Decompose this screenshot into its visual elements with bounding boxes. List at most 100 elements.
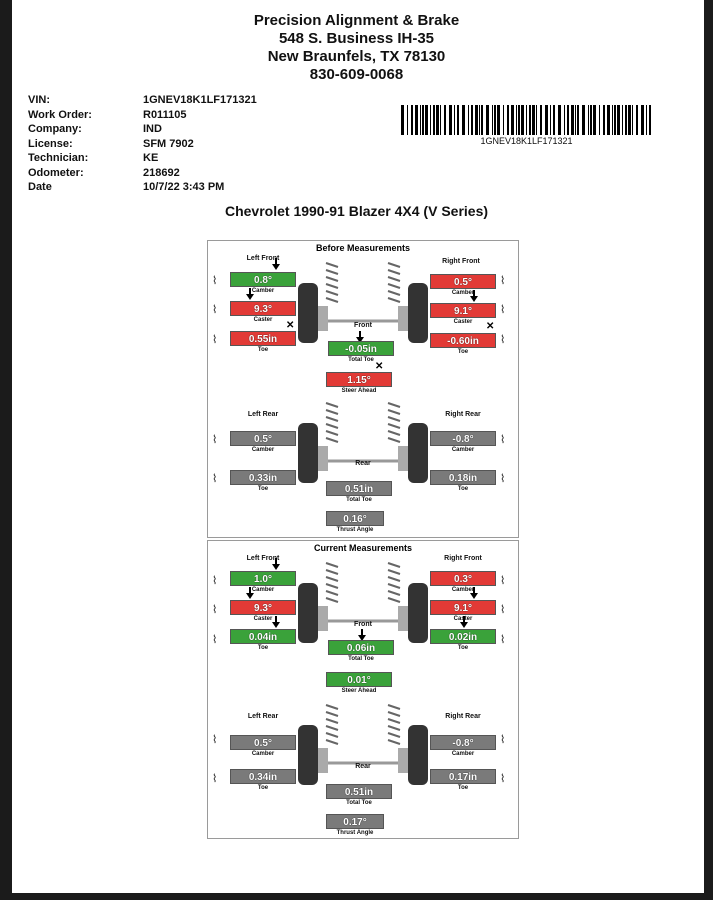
thrust-angle-gauge: 0.16°Thrust Angle (326, 511, 384, 533)
barcode-bar (632, 105, 633, 135)
steer-ahead-gauge: 0.01°Steer Ahead (326, 672, 392, 694)
spring-coil (387, 732, 401, 738)
barcode-bar (462, 105, 465, 135)
lr-camber-gauge: 0.5°Camber (230, 431, 296, 453)
spring-coil (387, 423, 401, 429)
barcode-bar (625, 105, 627, 135)
barcode-bar (425, 105, 428, 135)
knuckle (318, 748, 328, 773)
down-arrow-icon (358, 629, 366, 641)
spring-coil (387, 297, 401, 303)
left-rear-label: Left Rear (247, 411, 279, 418)
barcode-bar (422, 105, 424, 135)
barcode-bar (420, 105, 421, 135)
barcode-bar (440, 105, 441, 135)
barcode-bar (457, 105, 459, 135)
spring-coil (387, 583, 401, 589)
down-arrow-icon (246, 587, 254, 599)
down-arrow-icon (356, 331, 364, 343)
knuckle (398, 748, 408, 773)
info-value: KE (143, 152, 159, 164)
spring-coil (387, 704, 401, 710)
side-wheel-icon-right: ⌇ (500, 473, 506, 485)
spring-coil (325, 262, 339, 268)
side-wheel-icon-left: ⌇ (212, 304, 218, 316)
spring-coil (387, 590, 401, 596)
spring-coil (325, 269, 339, 275)
front-left-tire (298, 283, 318, 343)
spring-coil (387, 402, 401, 408)
side-wheel-icon-left: ⌇ (212, 734, 218, 746)
info-key: Company: (28, 123, 82, 135)
suspension-diagram (298, 262, 428, 483)
front-label: Front (354, 322, 372, 329)
thrust-angle-gauge: 0.17°Thrust Angle (326, 814, 384, 836)
rf-caster-gauge: 9.1°Caster (430, 600, 496, 622)
spring-coil (325, 409, 339, 415)
spring-coil (387, 597, 401, 603)
barcode-bar (614, 105, 616, 135)
barcode-bar (401, 105, 404, 135)
barcode-bar (582, 105, 585, 135)
barcode-bar (553, 105, 555, 135)
barcode-bar (558, 105, 561, 135)
spring-coil (325, 437, 339, 443)
out-of-spec-x-icon: ✕ (486, 321, 495, 332)
spring-coil (325, 283, 339, 289)
spring-coil (325, 290, 339, 296)
info-value: 1GNEV18K1LF171321 (143, 94, 257, 106)
lf-camber-gauge: 1.0°Camber (230, 571, 296, 593)
lf-caster-gauge: 9.3°Caster (230, 600, 296, 622)
spring-coil (325, 423, 339, 429)
barcode-caption: 1GNEV18K1LF171321 (480, 136, 573, 146)
spring-coil (325, 430, 339, 436)
barcode-bar (486, 105, 489, 135)
left-rear-label: Left Rear (247, 713, 279, 720)
barcode-bar (430, 105, 431, 135)
down-arrow-icon (272, 616, 280, 628)
spring-coil (387, 569, 401, 575)
right-front-label: Right Front (444, 555, 482, 562)
down-arrow-icon (246, 288, 254, 300)
barcode-bar (593, 105, 596, 135)
lr-camber-gauge: 0.5°Camber (230, 735, 296, 757)
rear-right-tire (408, 725, 428, 785)
before-measurements-panel: Before Measurements Left Front Right Fro… (207, 240, 519, 538)
side-wheel-icon-right: ⌇ (500, 575, 506, 587)
info-key: License: (28, 137, 73, 150)
current-measurements-panel: Current Measurements Left Front Right Fr… (207, 540, 519, 839)
spring-coil (325, 718, 339, 724)
down-arrow-icon (272, 258, 280, 270)
barcode-bar (526, 105, 527, 135)
rr-camber-gauge: -0.8°Camber (430, 735, 496, 757)
barcode-bar (415, 105, 418, 135)
barcode-bar (516, 105, 517, 135)
spring-coil (325, 297, 339, 303)
barcode-bar (540, 105, 542, 135)
shop-name: Precision Alignment & Brake (253, 12, 460, 29)
barcode-bar (433, 105, 435, 135)
barcode-bar (532, 105, 535, 135)
side-wheel-icon-right: ⌇ (500, 773, 506, 785)
knuckle (398, 306, 408, 331)
left-front-label: Left Front (246, 255, 280, 262)
barcode-bar (444, 105, 446, 135)
info-key: VIN: (28, 94, 50, 106)
spring-coil (325, 739, 339, 745)
lf-caster-gauge: 9.3°Caster (230, 301, 296, 323)
knuckle (318, 306, 328, 331)
barcode-bar (641, 105, 644, 135)
side-wheel-icon-right: ⌇ (500, 434, 506, 446)
front-right-tire (408, 583, 428, 643)
barcode-bar (518, 105, 520, 135)
side-wheel-icon-left: ⌇ (212, 473, 218, 485)
barcode-bar (511, 105, 514, 135)
barcode-bar (575, 105, 576, 135)
rear-right-tire (408, 423, 428, 483)
barcode-bar (607, 105, 610, 135)
